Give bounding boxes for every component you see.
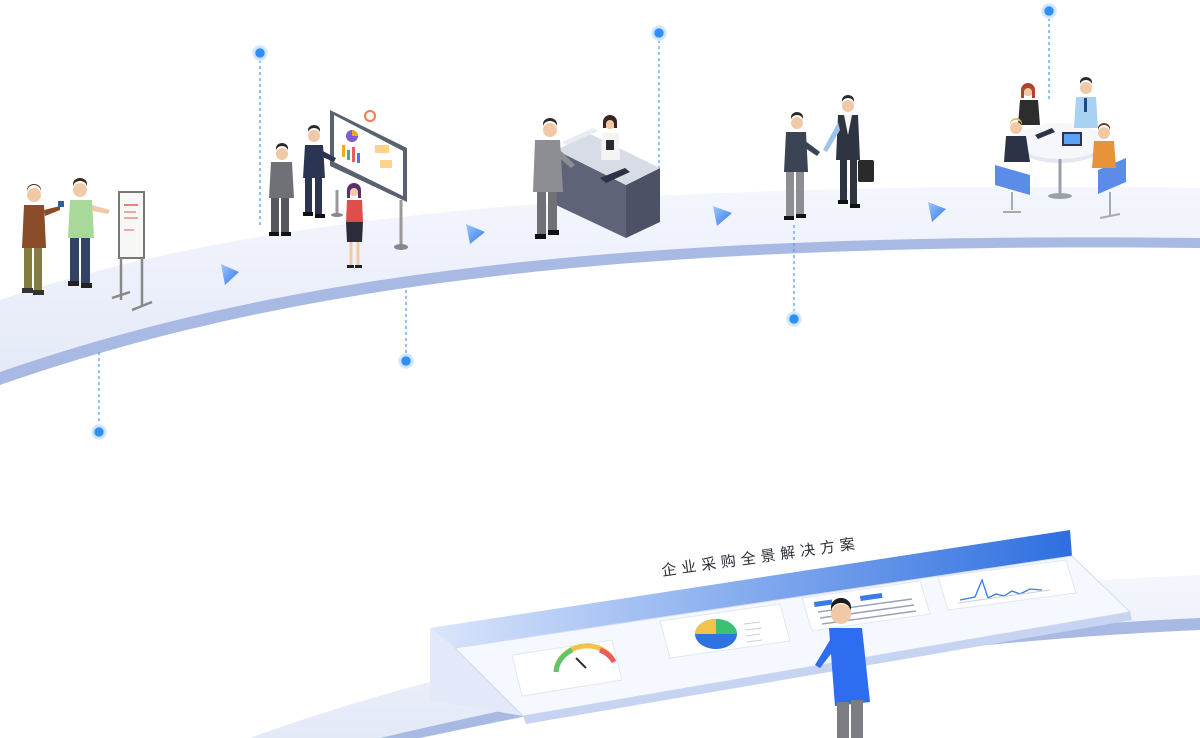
direction-arrows <box>221 202 946 285</box>
arrow-right-icon <box>221 264 239 285</box>
person-meeting-2 <box>1074 77 1098 128</box>
briefcase-icon <box>858 160 874 182</box>
arrow-right-icon <box>713 206 732 226</box>
person-visitor-gray <box>533 118 575 239</box>
arrow-right-icon <box>928 202 946 222</box>
scene-meeting <box>995 77 1126 219</box>
milestone-marker-icon <box>252 45 268 61</box>
milestone-marker-icon <box>1041 3 1057 19</box>
arrow-right-icon <box>466 224 485 244</box>
scene-interview <box>22 178 153 312</box>
scene-reception <box>533 115 660 239</box>
person-presenter <box>303 125 336 218</box>
chair-left <box>995 165 1030 213</box>
person-receptionist <box>601 115 620 160</box>
person-right-handshake <box>823 95 874 208</box>
bar-chart-icon <box>342 145 360 163</box>
person-meeting-3 <box>1004 118 1030 162</box>
scene-handshake <box>784 95 874 220</box>
milestone-marker-icon <box>786 311 802 327</box>
scene-presentation <box>269 110 408 268</box>
laptop-icon <box>600 168 630 183</box>
poster-stand <box>111 191 153 312</box>
milestone-marker-icon <box>651 25 667 41</box>
person-listener-gray <box>269 143 294 236</box>
person-interviewee <box>68 178 110 288</box>
gauge-panel <box>511 639 623 697</box>
person-meeting-1 <box>1018 83 1040 125</box>
person-operator <box>815 598 870 738</box>
line-chart-panel <box>937 559 1077 611</box>
person-left-handshake <box>784 112 820 220</box>
milestone-marker-icon <box>398 353 414 369</box>
pie-chart-icon <box>346 130 358 142</box>
person-listener-red <box>346 183 363 268</box>
journey-road <box>0 186 1200 385</box>
milestone-markers <box>91 3 1057 440</box>
person-meeting-4 <box>1092 123 1116 168</box>
dashboard-banner <box>430 530 1132 724</box>
milestone-marker-icon <box>91 424 107 440</box>
line-chart-icon <box>959 578 1043 601</box>
person-reporter <box>22 184 64 295</box>
pie-panel <box>659 603 791 659</box>
